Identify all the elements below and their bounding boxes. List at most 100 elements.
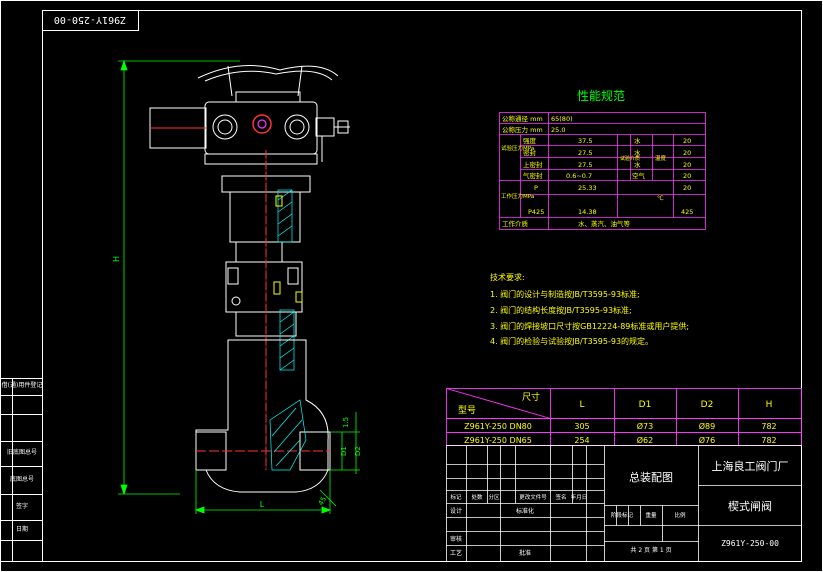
- dim-angle: [319, 489, 337, 507]
- code-stamp-box: [42, 10, 139, 31]
- perf-medium: 空气: [632, 171, 646, 180]
- perf-medium: 水: [634, 148, 641, 157]
- left-strip-label: 签字: [16, 502, 28, 510]
- actuator-shaft-mark: [252, 114, 272, 134]
- stage-header: 重量: [645, 511, 657, 519]
- perf-label: 上密封: [523, 160, 543, 169]
- perf-temp: 20: [683, 172, 691, 180]
- perf-side-test: 试验压力MPa: [501, 144, 534, 152]
- perf-value: 25.0: [551, 126, 565, 134]
- dim-table-col: H: [766, 400, 773, 410]
- tech-req-item: 3. 阀门的焊接坡口尺寸按GB12224-89标准或用户提供;: [490, 321, 689, 331]
- dim-table-cell: 254: [574, 436, 589, 445]
- dim-label-h: H: [112, 256, 121, 262]
- left-registration-strip: [0, 378, 43, 562]
- dim-table-cell: 782: [761, 422, 776, 431]
- perf-medium: 水: [634, 160, 641, 169]
- dim-label-l: L: [260, 500, 265, 509]
- dim-table-header-size: 尺寸: [522, 391, 540, 403]
- drawing-code: Z961Y-250-00: [721, 539, 779, 548]
- actuator-handwheel: [197, 65, 339, 103]
- perf-temp-unit: ℃: [657, 195, 664, 202]
- perf-temp: 20: [683, 161, 691, 169]
- tech-req-item: 2. 阀门的结构长度按JB/T3595-93标准;: [490, 305, 632, 315]
- dim-table-cell: Ø89: [699, 421, 715, 431]
- sign-header: 处数: [471, 493, 483, 501]
- perf-temp: 425: [681, 208, 693, 216]
- actuator-body: [149, 101, 350, 165]
- perf-label: P: [534, 184, 538, 192]
- sign-header: 年月日: [571, 493, 588, 501]
- perf-value: 25.33: [578, 184, 597, 192]
- sign-header: 签名: [555, 493, 566, 501]
- title-block-grid: [446, 445, 802, 562]
- code-stamp-text: Z961Y-250-00: [54, 14, 126, 25]
- perf-label: 强度: [523, 136, 537, 145]
- sign-header: 分区: [488, 493, 500, 501]
- inner-frame: [42, 10, 802, 562]
- role-label: 审核: [450, 535, 462, 543]
- left-strip-label: 旧底图总号: [7, 448, 37, 456]
- dim-table-cell: 305: [574, 422, 589, 431]
- dim-h: [118, 59, 240, 496]
- drawing-name: 总装配图: [629, 470, 673, 484]
- valve-body: [195, 339, 331, 493]
- performance-table-grid: [499, 112, 706, 230]
- dim-l: [194, 470, 332, 514]
- performance-title: 性能规范: [577, 88, 625, 103]
- section-hatch: [277, 189, 295, 371]
- dim-table-cell: Ø62: [637, 435, 653, 445]
- perf-value: 37.5: [578, 137, 592, 145]
- dim-label-d2: D2: [354, 446, 362, 456]
- perf-label: 工作介质: [502, 219, 529, 228]
- dim-table-col: D1: [639, 400, 652, 410]
- stage-header: 阶段标记: [611, 511, 634, 519]
- role-label: 设计: [450, 507, 462, 515]
- dim-table-header-model: 型号: [458, 405, 476, 416]
- dim-table-cell: 782: [761, 436, 776, 445]
- dim-label-angle: 45: [317, 495, 328, 507]
- dim-table-col: L: [579, 400, 584, 410]
- valve-drawing: H: [112, 59, 362, 514]
- perf-label: P425: [528, 208, 544, 216]
- perf-temp: 20: [683, 137, 691, 145]
- tech-req-item: 4. 阀门的检验与试验按JB/T3595-93的规定。: [490, 336, 653, 346]
- body-hatch: [269, 399, 307, 471]
- perf-value: 27.5: [578, 161, 592, 169]
- dim-table-cell: Ø76: [699, 435, 715, 445]
- actuator-center-mark: [257, 119, 267, 129]
- perf-value: 65(80): [551, 115, 573, 123]
- dim-label-gap: 1.5: [342, 417, 350, 428]
- left-strip-label: 日期: [16, 525, 28, 533]
- perf-temp: 20: [683, 149, 691, 157]
- perf-label: 公称压力 mm: [502, 125, 543, 134]
- approve-label: 批准: [519, 549, 531, 557]
- bolts: [273, 195, 303, 303]
- dim-table-model: Z961Y-250 DN80: [464, 422, 532, 431]
- perf-side-work: 工作压力MPa: [501, 192, 534, 200]
- perf-value: 14.38: [578, 208, 597, 216]
- perf-temp-header: 温度: [655, 154, 667, 162]
- product-name: 楔式闸阀: [728, 499, 772, 513]
- dim-table-col: D2: [701, 400, 714, 410]
- dim-table-model: Z961Y-250 DN65: [464, 436, 532, 445]
- perf-label: 密封: [523, 148, 537, 157]
- dim-d1-d2: [330, 412, 360, 474]
- perf-value: 27.5: [578, 149, 592, 157]
- perf-label: 气密封: [523, 171, 543, 180]
- standardize-label: 标准化: [516, 507, 534, 515]
- sign-header: 标记: [450, 493, 462, 501]
- perf-side-test-medium: 试验介质: [620, 155, 640, 162]
- perf-temp: 20: [683, 184, 691, 192]
- perf-value: 水、蒸汽、油气等: [578, 219, 631, 228]
- perf-label: 公称通径 mm: [502, 114, 543, 123]
- stage-header: 比例: [674, 511, 686, 519]
- role-label: 工艺: [450, 549, 462, 557]
- dim-label-d1: D1: [340, 446, 348, 456]
- left-strip-label: 底图总号: [10, 475, 34, 483]
- perf-medium: 水: [634, 136, 641, 145]
- perf-value: 0.6~0.7: [566, 172, 592, 180]
- company-name: 上海良工阀门厂: [712, 459, 789, 473]
- sign-header: 更改文件号: [519, 493, 547, 501]
- tech-req-title: 技术要求:: [490, 272, 525, 282]
